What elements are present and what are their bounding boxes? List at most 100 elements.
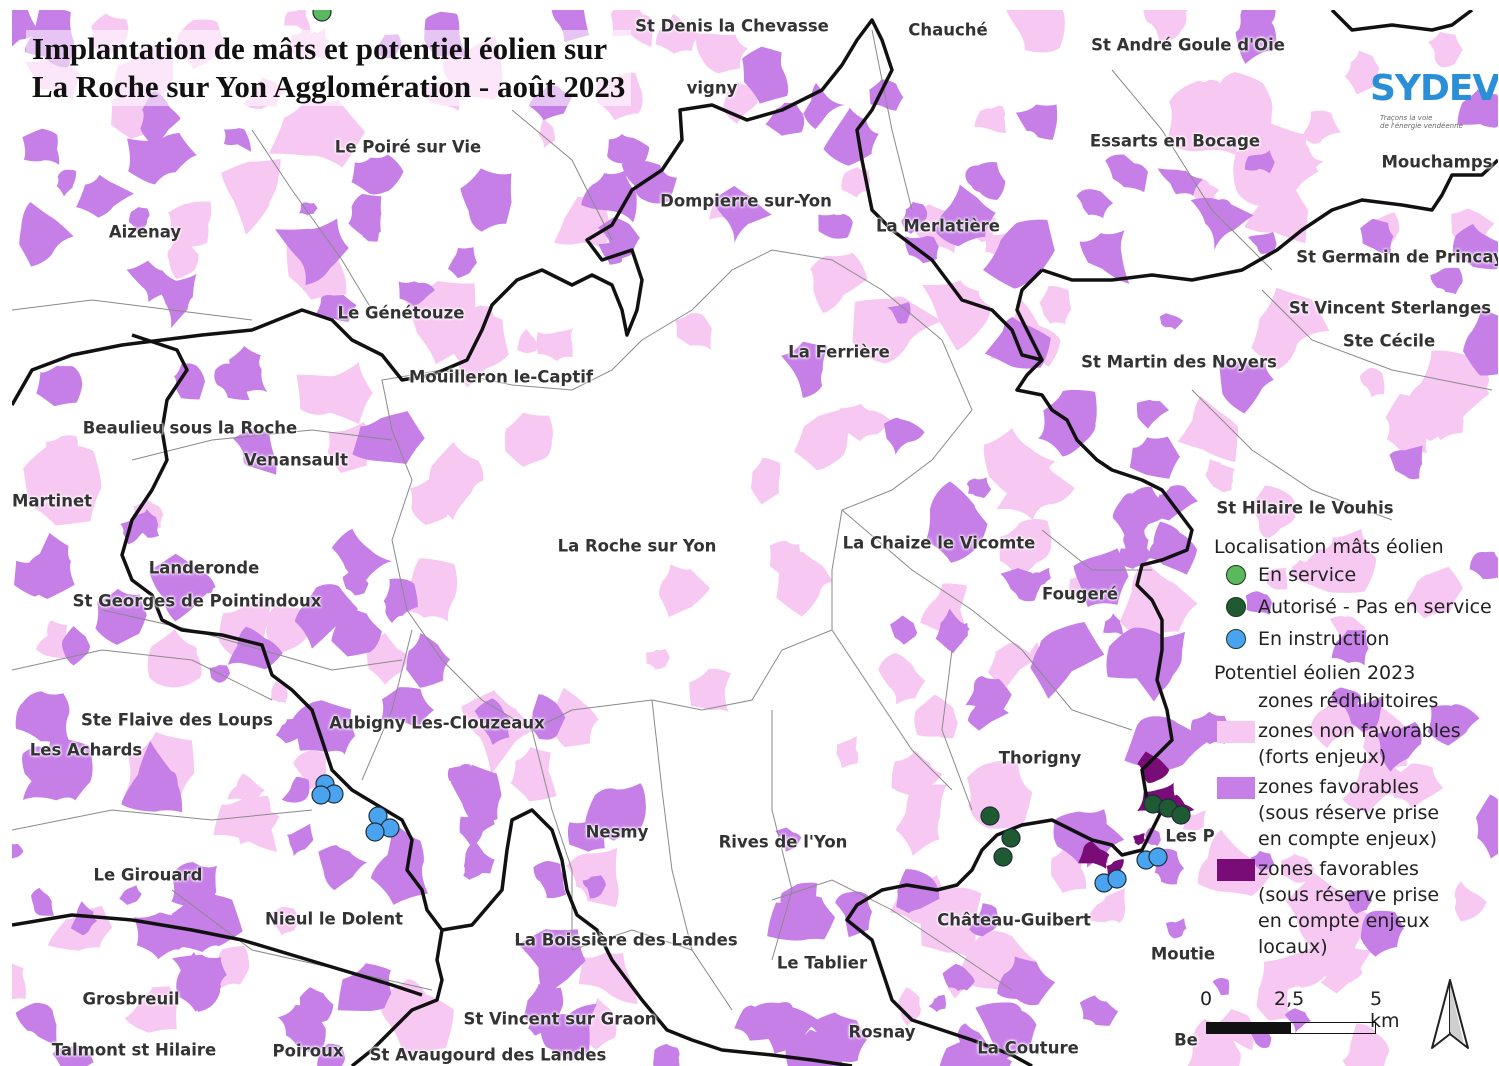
- zone-favorable: [1346, 889, 1373, 915]
- commune-boundary: [12, 809, 313, 831]
- scale-bar: 0 2,5 5 km: [1190, 986, 1400, 1046]
- agglomeration-boundary-line: [12, 18, 1194, 1066]
- zone-favorable-locale: [1137, 751, 1170, 784]
- zone-favorable: [584, 783, 646, 841]
- zone-favorable: [294, 584, 358, 649]
- zone-favorable: [1105, 154, 1148, 193]
- commune-boundary: [831, 629, 953, 791]
- zone-favorable: [754, 1002, 820, 1054]
- zone-favorable: [1000, 568, 1042, 602]
- zone-non-favorable: [1006, 10, 1065, 53]
- zone-non-favorable: [1301, 110, 1341, 144]
- zone-non-favorable: [645, 649, 670, 670]
- mat-en-instruction-marker: [1148, 847, 1168, 867]
- mat-autorise-marker: [1001, 828, 1021, 848]
- zone-non-favorable: [270, 680, 288, 704]
- map-canvas[interactable]: Implantation de mâts et potentiel éolien…: [12, 10, 1498, 1066]
- zone-favorable: [1331, 629, 1369, 666]
- zone-favorable: [818, 213, 853, 239]
- zone-non-favorable: [539, 117, 555, 149]
- zone-favorable: [19, 202, 74, 267]
- zone-favorable: [939, 1039, 1012, 1066]
- agglomeration-boundary-line: [1041, 158, 1498, 282]
- legend-item-redhibitoires: zones rédhibitoires: [1214, 688, 1499, 714]
- legend-label-detail: (sous réserve prise: [1258, 884, 1440, 906]
- zone-non-favorable: [1249, 485, 1296, 539]
- zone-non-favorable: [1359, 367, 1385, 398]
- zone-favorable: [1430, 267, 1463, 295]
- zone-favorable: [1244, 150, 1275, 174]
- zone-non-favorable: [366, 632, 411, 685]
- zone-non-favorable: [227, 773, 266, 804]
- zone-favorable: [775, 827, 802, 852]
- zone-non-favorable: [1039, 286, 1071, 325]
- sydev-logo-wordmark: SYDEV: [1370, 68, 1498, 109]
- zone-favorable: [460, 168, 512, 232]
- zone-favorable: [1375, 721, 1422, 772]
- place-label: Mouchamps: [1381, 152, 1493, 172]
- scale-bar-black-segment: [1207, 1023, 1291, 1033]
- zone-favorable: [1245, 591, 1272, 615]
- zone-non-favorable: [1406, 566, 1463, 619]
- zone-favorable: [331, 528, 393, 594]
- zone-non-favorable: [167, 228, 199, 280]
- sydev-logo: SYDEV Traçons la voie de l'énergie vendé…: [1370, 68, 1498, 134]
- zone-favorable: [1165, 918, 1187, 939]
- zone-favorable: [901, 201, 928, 234]
- zone-non-favorable: [1193, 179, 1220, 202]
- map-title-line-1: Implantation de mâts et potentiel éolien…: [32, 31, 608, 66]
- zone-non-favorable: [1285, 872, 1375, 955]
- zone-non-favorable: [46, 435, 78, 464]
- mat-en-service-marker: [312, 10, 332, 22]
- zone-favorable: [1136, 399, 1169, 429]
- zone-favorable: [12, 843, 24, 859]
- zone-favorable: [351, 154, 404, 195]
- place-label: Dompierre sur-Yon: [660, 191, 832, 211]
- zone-favorable: [22, 128, 60, 165]
- agglomeration-boundary-line: [120, 333, 444, 1066]
- place-label: Le Tablier: [776, 953, 868, 973]
- commune-boundary: [12, 299, 253, 321]
- mats-layer: [311, 10, 1191, 893]
- legend-item-non-favorables: zones non favorables (forts enjeux): [1214, 718, 1499, 770]
- zone-favorable: [463, 859, 484, 880]
- place-label: Aizenay: [108, 222, 182, 242]
- zone-favorable: [1469, 551, 1498, 580]
- commune-boundary: [941, 649, 973, 811]
- zone-non-favorable: [1215, 72, 1273, 143]
- zone-non-favorable: [284, 10, 311, 34]
- legend-item-en-service: En service: [1214, 562, 1499, 588]
- zone-favorable: [969, 903, 1001, 937]
- place-label: La Chaize le Vicomte: [842, 533, 1036, 553]
- zone-favorable: [1129, 436, 1180, 479]
- scale-tick-0: 0: [1200, 988, 1213, 1010]
- place-label: Le Poiré sur Vie: [334, 137, 482, 157]
- zone-favorable: [1463, 306, 1498, 376]
- zone-non-favorable: [1143, 10, 1188, 44]
- north-arrow-icon: [1431, 979, 1469, 1049]
- zone-favorable: [528, 1007, 555, 1036]
- zone-favorable: [935, 608, 970, 651]
- zone-favorable: [779, 897, 820, 939]
- zone-favorable: [232, 428, 277, 475]
- zone-favorable: [1360, 910, 1404, 957]
- zone-favorable: [1076, 189, 1114, 218]
- place-label: Beaulieu sous la Roche: [82, 418, 298, 438]
- commune-boundary: [571, 929, 693, 951]
- zone-favorable: [348, 193, 382, 236]
- zone-favorable: [14, 560, 66, 597]
- zone-non-favorable: [1266, 567, 1288, 590]
- zone-favorable: [1079, 230, 1130, 284]
- mat-en-instruction-marker: [365, 822, 385, 842]
- zone-non-favorable: [578, 952, 638, 1004]
- legend-label-detail: en compte enjeux): [1258, 828, 1437, 850]
- place-label: Les P: [1165, 826, 1215, 846]
- zone-favorable: [869, 79, 904, 111]
- agglomeration-boundary-line: [1330, 10, 1474, 32]
- zone-non-favorable: [988, 642, 1041, 687]
- zone-non-favorable: [852, 296, 943, 364]
- zone-non-favorable: [996, 456, 1075, 521]
- zone-non-favorable: [689, 668, 732, 713]
- scale-bar-graphic: [1206, 1022, 1376, 1034]
- zone-favorable: [1250, 850, 1275, 872]
